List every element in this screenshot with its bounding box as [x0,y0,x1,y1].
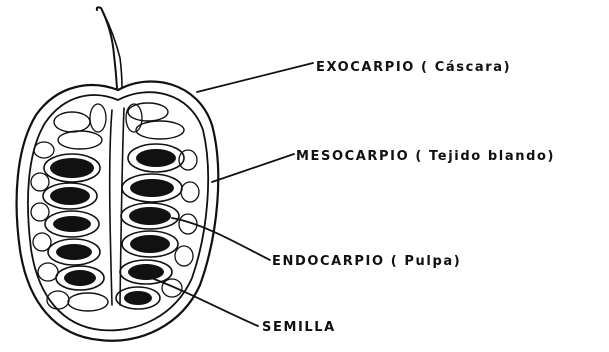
seed [130,179,174,197]
mesocarp-label: MESOCARPIO ( Tejido blando) [296,149,555,164]
seed-label: SEMILLA [262,320,336,335]
endocarp-label: ENDOCARPIO ( Pulpa) [272,254,461,269]
right-segments [116,103,199,309]
endocarp-leader [172,218,270,260]
seed [64,270,96,286]
seed [136,149,176,167]
seed [124,291,152,305]
central-column [110,110,112,305]
mesocarp-outline [28,92,208,330]
seed [50,158,94,178]
seed-leader [146,276,258,326]
seed [56,244,92,260]
seed [129,207,171,225]
mesocarp-leader [212,154,294,182]
seed [130,235,170,253]
exocarp-leader [197,63,313,92]
left-segments [31,104,108,311]
seed [50,187,90,205]
exocarp-label: EXOCARPIO ( Cáscara) [316,60,511,75]
seed [128,264,164,280]
seed [53,216,91,232]
